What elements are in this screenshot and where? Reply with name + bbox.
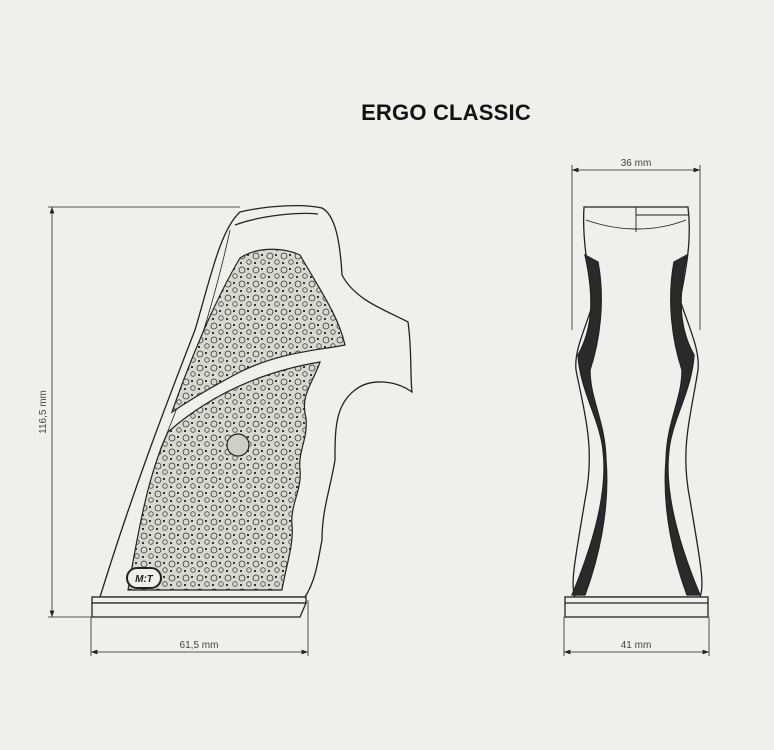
- rear-base-plate: [564, 596, 709, 618]
- rear-right-stripe: [664, 253, 701, 596]
- dimension-lines: [48, 165, 710, 656]
- drawing-title: ERGO CLASSIC: [361, 100, 531, 125]
- side-base-plate: [91, 596, 307, 618]
- grip-texture-upper: [170, 248, 346, 414]
- height-dimension-label: 116,5 mm: [38, 390, 49, 434]
- svg-text:M:T: M:T: [135, 574, 154, 585]
- top-width-dimension-label: 36 mm: [621, 158, 652, 169]
- rear-view-grip: [564, 206, 709, 618]
- side-width-dimension-label: 61,5 mm: [180, 640, 219, 651]
- base-width-dimension-label: 41 mm: [621, 640, 652, 651]
- grip-texture-lower: [127, 361, 321, 591]
- logo-badge: M:T: [126, 567, 162, 589]
- rear-left-stripe: [571, 253, 608, 596]
- grip-screw: [226, 433, 250, 457]
